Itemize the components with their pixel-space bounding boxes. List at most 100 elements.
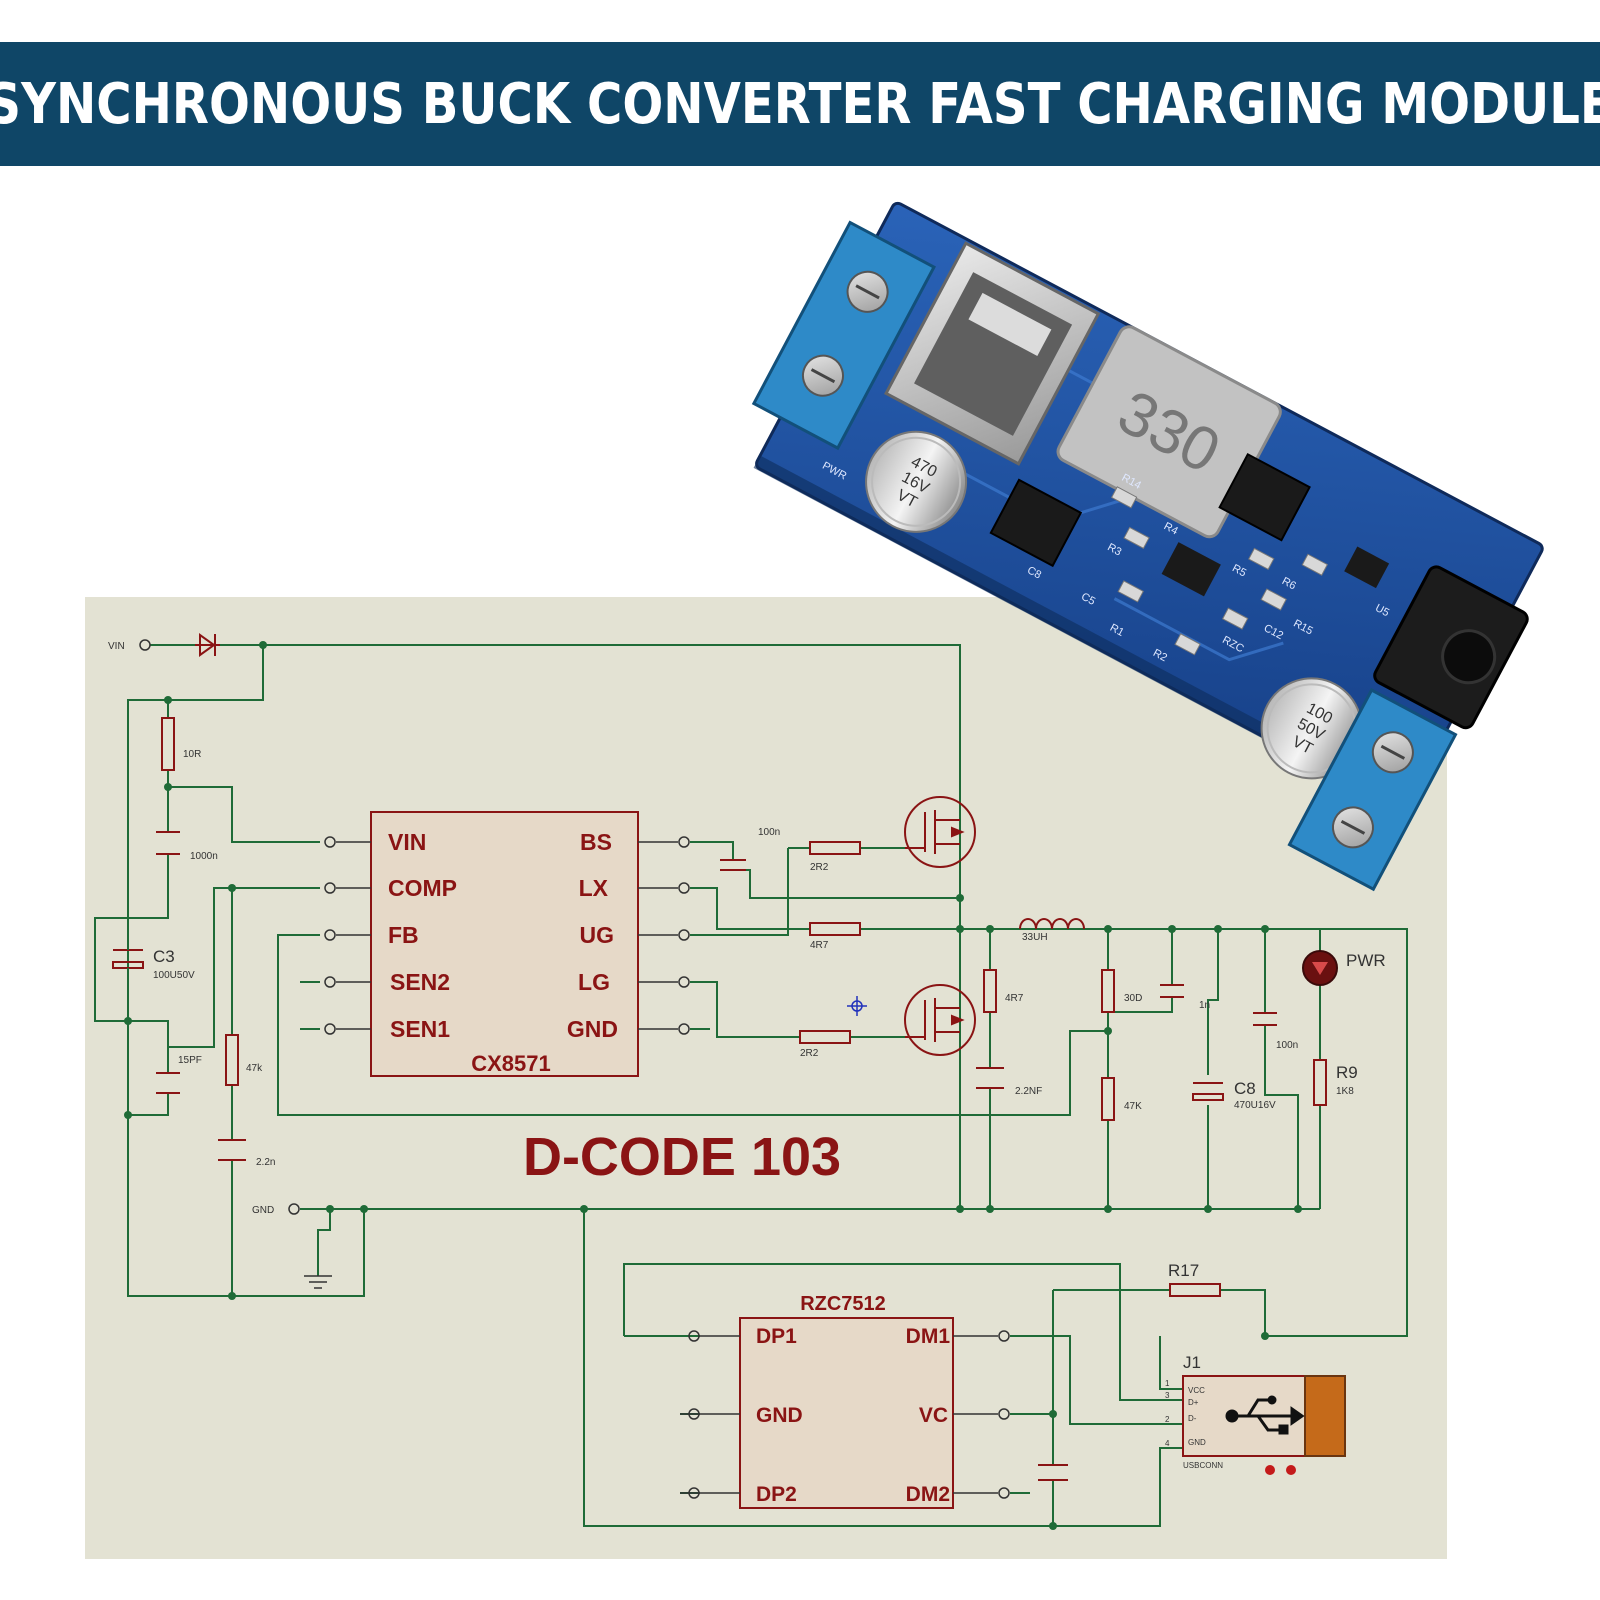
svg-text:2: 2 (1165, 1415, 1170, 1424)
svg-text:R9: R9 (1336, 1063, 1358, 1082)
svg-text:4R7: 4R7 (810, 940, 829, 951)
svg-text:R5: R5 (1230, 562, 1248, 579)
ground-symbol (304, 1275, 332, 1289)
capacitor-vc (1038, 1464, 1068, 1481)
resistor-2r2-top: 2R2 (809, 841, 861, 873)
banner-title: SYNCHRONOUS BUCK CONVERTER FAST CHARGING… (0, 71, 1600, 137)
mosfet-package-icon (989, 478, 1083, 568)
svg-text:SEN1: SEN1 (390, 1016, 450, 1042)
svg-text:GND: GND (1188, 1438, 1206, 1447)
label-1000n: 1000n (190, 851, 218, 862)
capacitor-470-icon: 470 16V VT (865, 430, 968, 533)
svg-text:R17: R17 (1168, 1261, 1199, 1280)
svg-text:COMP: COMP (388, 875, 457, 901)
svg-text:CX8571: CX8571 (471, 1051, 551, 1076)
svg-text:2R2: 2R2 (810, 862, 829, 873)
svg-text:1: 1 (1165, 1379, 1170, 1388)
svg-text:SEN2: SEN2 (390, 969, 450, 995)
capacitor-100n-bs (720, 859, 746, 871)
mosfet-low-side (904, 984, 976, 1056)
mosfet-high-side (904, 796, 976, 868)
controller-ic-icon (1344, 546, 1390, 589)
svg-text:VIN: VIN (388, 829, 426, 855)
label-c3-value: 100U50V (153, 970, 195, 981)
svg-text:2R2: 2R2 (800, 1048, 819, 1059)
resistor-47k: 47k (225, 1034, 263, 1086)
terminal-block-input-icon (751, 220, 936, 451)
capacitor-1n (1160, 984, 1184, 998)
resistor-2r2-bottom: 2R2 (799, 1030, 851, 1059)
svg-text:4R7: 4R7 (1005, 993, 1024, 1004)
resistor-4r7-snubber: 4R7 (983, 969, 1024, 1013)
pcb-module-illustration: 330 470 16V VT 100 50V VT (751, 201, 1544, 892)
capacitor-2n2 (218, 1139, 246, 1161)
label-33uh: 33UH (1022, 932, 1048, 943)
input-diode (195, 633, 220, 657)
ic-cx8571: VIN COMP FB SEN2 SEN1 BS LX UG LG GND CX… (324, 811, 690, 1077)
svg-text:DM2: DM2 (906, 1483, 950, 1506)
schematic-wires (94, 644, 1408, 1527)
capacitor-1000n (156, 831, 180, 855)
label-c3: C3 (153, 947, 175, 966)
resistor-r17: R17 (1168, 1261, 1221, 1297)
capacitor-15pf (156, 1072, 180, 1094)
led-pwr: PWR (1302, 950, 1386, 986)
svg-text:LX: LX (579, 875, 609, 901)
svg-text:D-: D- (1188, 1414, 1197, 1423)
schematic-title: D-CODE 103 (523, 1127, 841, 1187)
svg-text:VIN: VIN (108, 641, 125, 652)
label-c8-value: 470U16V (1234, 1100, 1276, 1111)
svg-text:LG: LG (578, 969, 610, 995)
terminal-block-output-icon (1287, 688, 1458, 892)
resistor-4r7: 4R7 (809, 922, 861, 951)
svg-text:10R: 10R (183, 749, 201, 760)
svg-text:GND: GND (756, 1404, 803, 1427)
svg-text:47K: 47K (1124, 1101, 1142, 1112)
gnd-port: GND (252, 1203, 300, 1216)
label-2n2: 2.2n (256, 1157, 275, 1168)
svg-text:VC: VC (919, 1404, 948, 1427)
cursor-marker-icon (847, 996, 867, 1016)
title-banner: SYNCHRONOUS BUCK CONVERTER FAST CHARGING… (0, 42, 1600, 166)
svg-text:1K8: 1K8 (1336, 1086, 1354, 1097)
junction-dots (124, 641, 1302, 1530)
svg-text:3: 3 (1165, 1391, 1170, 1400)
svg-text:R3: R3 (1105, 541, 1123, 558)
svg-text:C8: C8 (1025, 564, 1043, 581)
svg-text:PWR: PWR (1346, 951, 1386, 970)
usb-connector-j1: J1 1 3 2 4 VCC D+ D- GND USBCONN (1165, 1353, 1346, 1475)
svg-text:FB: FB (388, 922, 419, 948)
controller-ic-icon (1161, 542, 1221, 597)
label-1n: 1n (1199, 1000, 1210, 1011)
mosfet-package-icon (1218, 452, 1311, 542)
resistor-47k-fb: 47K (1101, 1077, 1142, 1121)
svg-text:GND: GND (567, 1016, 618, 1042)
svg-text:30D: 30D (1124, 993, 1142, 1004)
svg-text:VCC: VCC (1188, 1386, 1205, 1395)
usb-icon (1225, 1395, 1305, 1435)
svg-text:47k: 47k (246, 1063, 263, 1074)
resistor-10r: 10R (161, 717, 201, 771)
svg-text:U5: U5 (1373, 602, 1391, 619)
svg-text:D+: D+ (1188, 1398, 1199, 1407)
svg-text:UG: UG (580, 922, 615, 948)
label-2n2f: 2.2NF (1015, 1086, 1042, 1097)
label-15pf: 15PF (178, 1055, 202, 1066)
label-c8: C8 (1234, 1079, 1256, 1098)
svg-text:R2: R2 (1151, 647, 1169, 664)
svg-text:R6: R6 (1280, 575, 1298, 592)
svg-text:USBCONN: USBCONN (1183, 1461, 1223, 1470)
label-100n-bs: 100n (758, 827, 780, 838)
resistor-r9: R9 1K8 (1313, 1059, 1358, 1106)
svg-text:C5: C5 (1079, 591, 1097, 608)
ic-rzc7512: RZC7512 DP1 GND DP2 DM1 VC DM2 (680, 1293, 1010, 1509)
svg-text:R1: R1 (1108, 622, 1126, 639)
svg-text:4: 4 (1165, 1439, 1170, 1448)
svg-text:R4: R4 (1162, 520, 1180, 537)
svg-text:BS: BS (580, 829, 612, 855)
svg-text:GND: GND (252, 1205, 274, 1216)
inductor-33uh (1019, 918, 1085, 930)
svg-text:J1: J1 (1183, 1353, 1201, 1372)
capacitor-2n2f (976, 1067, 1004, 1089)
